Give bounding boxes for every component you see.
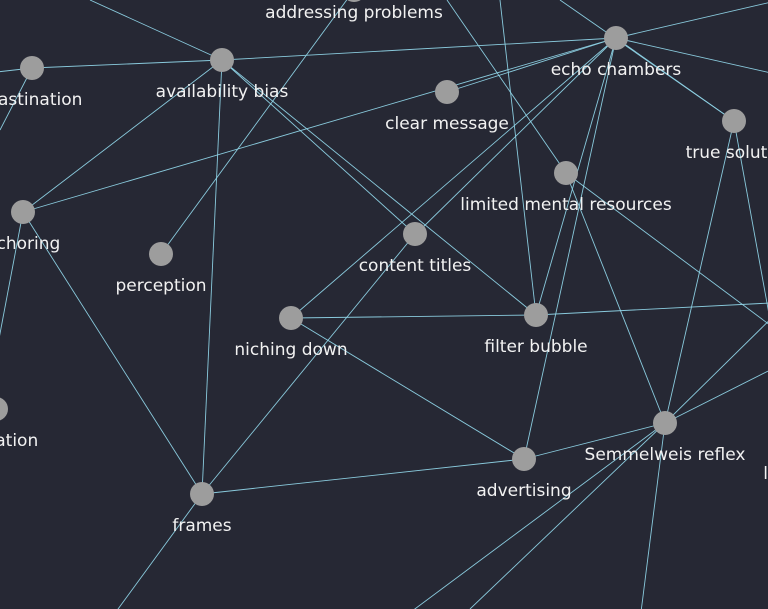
edge-anchoring-to-frames (22, 211, 203, 495)
node-availability-bias[interactable]: availability bias (156, 48, 289, 102)
edge-echo-chambers-to-niching-down (290, 37, 617, 319)
node-label: frames (172, 516, 231, 536)
node-dot[interactable] (524, 303, 548, 327)
edge-niching-down-to-filter-bubble (290, 314, 537, 319)
node-advertising[interactable]: advertising (476, 447, 572, 501)
edge-offscreen-14 (89, 0, 223, 61)
node-label: clear message (385, 114, 509, 134)
edge-availability-bias-to-frames (201, 59, 223, 495)
node-niching-down[interactable]: niching down (234, 306, 348, 360)
edge-offscreen-15 (499, 0, 537, 316)
edge-offscreen-6 (733, 120, 768, 312)
node-perception[interactable]: perception (115, 242, 207, 296)
node-dot[interactable] (554, 161, 578, 185)
node-limited-mental-resources[interactable]: limited mental resources (460, 161, 672, 215)
node-dot[interactable] (0, 397, 8, 421)
edge-availability-bias-to-anchoring (22, 59, 223, 213)
edge-offscreen-10 (664, 370, 768, 424)
node-label: niching down (234, 340, 347, 360)
node-label: perception (115, 276, 206, 296)
edge-offscreen-9 (414, 422, 666, 609)
edge-offscreen-16 (559, 0, 735, 122)
edge-availability-bias-to-echo-chambers (221, 37, 617, 61)
edge-offscreen-3 (117, 493, 203, 609)
edge-semmelweis-reflex-to-advertising (523, 422, 666, 460)
node-label: crastination (0, 90, 82, 110)
edge-echo-chambers-to-clear-message (446, 37, 617, 93)
edge-limited-mental-resources-to-semmelweis-reflex (565, 172, 666, 424)
node-semmelweis-reflex[interactable]: Semmelweis reflex (585, 411, 746, 465)
edge-offscreen-2 (0, 211, 24, 336)
edge-offscreen-8 (640, 422, 666, 609)
node-label: astination (0, 431, 38, 451)
node-dot[interactable] (403, 222, 427, 246)
node-learned[interactable]: learne (763, 430, 768, 484)
node-procrastination-top[interactable]: crastination (0, 56, 82, 110)
node-label: availability bias (156, 82, 289, 102)
node-label: limited mental resources (460, 195, 672, 215)
node-content-titles[interactable]: content titles (359, 222, 472, 276)
node-label: filter bubble (484, 337, 587, 357)
node-label: learne (763, 464, 768, 484)
edge-availability-bias-to-procrastination-top (31, 59, 223, 69)
edge-echo-chambers-to-advertising (523, 37, 617, 460)
node-layer: crastination availability bias addressing … (0, 0, 768, 536)
edge-niching-down-to-advertising (290, 317, 525, 460)
node-dot[interactable] (11, 200, 35, 224)
node-dot[interactable] (210, 48, 234, 72)
node-clear-message[interactable]: clear message (385, 80, 509, 134)
node-true-solutions[interactable]: true solutio (686, 109, 768, 163)
node-dot[interactable] (512, 447, 536, 471)
edge-offscreen-11 (565, 172, 768, 325)
edge-offscreen-17 (415, 37, 617, 235)
node-dot[interactable] (190, 482, 214, 506)
node-label: content titles (359, 256, 472, 276)
edge-advertising-to-frames (201, 458, 525, 495)
node-dot[interactable] (435, 80, 459, 104)
edge-offscreen-13 (446, 0, 567, 174)
edge-content-titles-to-frames (201, 233, 416, 495)
node-dot[interactable] (149, 242, 173, 266)
edge-offscreen-7 (664, 321, 768, 424)
node-echo-chambers[interactable]: echo chambers (551, 26, 682, 80)
node-dot[interactable] (722, 109, 746, 133)
node-label: addressing problems (265, 3, 443, 23)
edge-offscreen-18 (469, 422, 666, 609)
node-anchoring[interactable]: nchoring (0, 200, 60, 254)
edge-availability-bias-to-filter-bubble (221, 59, 537, 316)
edge-echo-chambers-to-anchoring (22, 37, 617, 213)
node-label: echo chambers (551, 60, 682, 80)
edge-offscreen-5 (615, 2, 768, 39)
node-dot[interactable] (604, 26, 628, 50)
edge-availability-bias-to-content-titles (221, 59, 416, 235)
node-filter-bubble[interactable]: filter bubble (484, 303, 588, 357)
edge-offscreen-4 (615, 37, 768, 73)
node-frames[interactable]: frames (172, 482, 232, 536)
node-dot[interactable] (279, 306, 303, 330)
node-dot[interactable] (342, 0, 366, 2)
node-label: true solutio (686, 143, 768, 163)
node-dot[interactable] (20, 56, 44, 80)
node-dot[interactable] (653, 411, 677, 435)
node-label: advertising (476, 481, 571, 501)
edge-perception-to-addressing-problems (160, 0, 348, 255)
node-label: Semmelweis reflex (585, 445, 746, 465)
node-procrastination-left[interactable]: astination (0, 397, 38, 451)
node-addressing-problems[interactable]: addressing problems (265, 0, 443, 23)
node-label: nchoring (0, 234, 60, 254)
edge-offscreen-12 (535, 302, 768, 316)
